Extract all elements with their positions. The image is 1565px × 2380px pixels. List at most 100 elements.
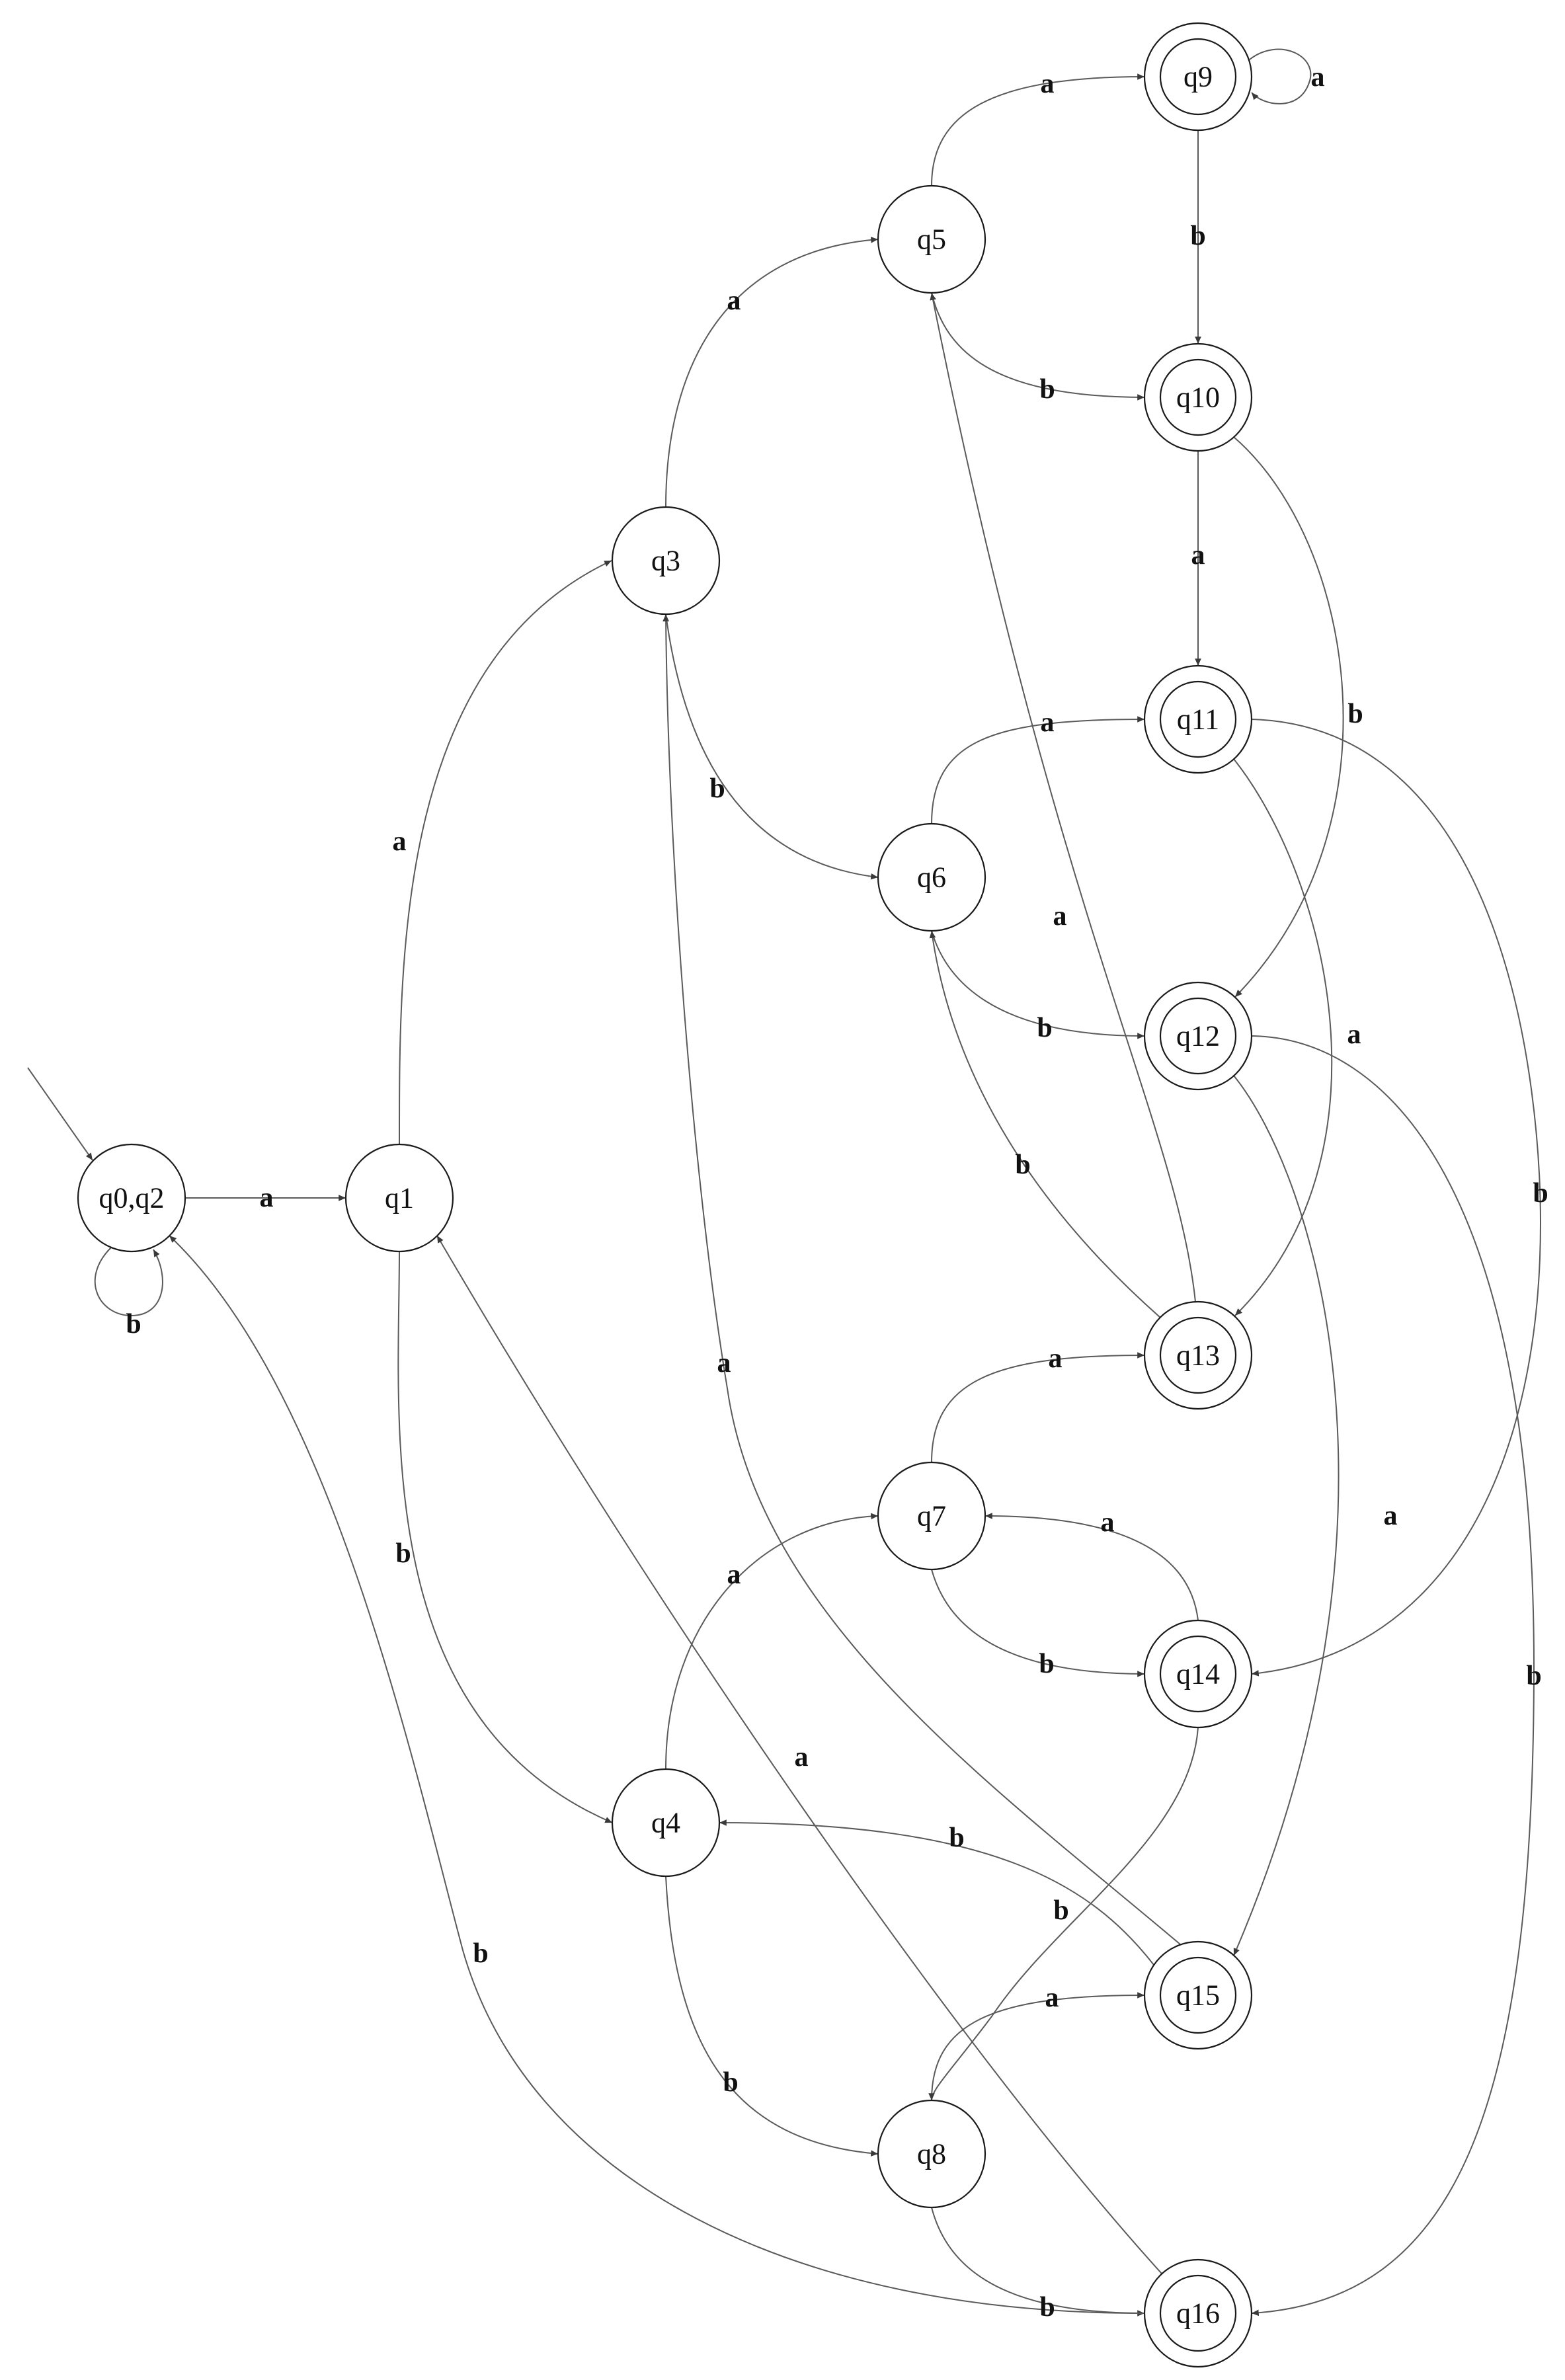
accepting-ring [1159,1635,1237,1713]
transition-q10-to-q12 [1233,436,1344,998]
state-q13: q13 [1143,1300,1253,1410]
transition-q4-to-q8 [665,1876,879,2157]
transition-label-q6-to-q12: b [1037,1013,1052,1043]
transition-q5-to-q9 [931,73,1145,186]
transition-label-q3-to-q5: a [727,286,741,316]
transition-q7-to-q13 [931,1352,1145,1463]
transition-q16-to-q0q2 [169,1235,1145,2315]
accepting-ring [1159,1316,1237,1394]
transition-q0q2-to-q0q2 [94,1247,163,1317]
accepting-ring [1159,38,1237,116]
transition-q6-to-q11 [931,716,1145,824]
transition-label-q12-to-q15: a [1384,1501,1398,1531]
state-circle [877,2099,986,2209]
transition-label-q5-to-q10: b [1039,374,1055,405]
transition-q8-to-q15 [931,1992,1145,2101]
state-q7: q7 [877,1461,986,1571]
transition-label-q8-to-q15: a [1045,1983,1059,2013]
state-circle [611,1768,721,1878]
state-label: q8 [917,2138,946,2170]
transition-q9-to-q9 [1249,48,1312,104]
accepting-ring [1159,2274,1237,2352]
transition-q1-to-q4 [397,1251,613,1823]
transition-label-q4-to-q7: a [727,1560,741,1590]
state-label: q13 [1176,1339,1220,1372]
transition-q14-to-q8 [928,1727,1199,2101]
transition-q13-to-q6 [929,930,1161,1318]
state-label: q14 [1176,1658,1220,1690]
transition-label-q1-to-q3: a [393,826,407,857]
transition-label-q14-to-q7: a [1101,1507,1115,1538]
transition-label-q0q2-to-q0q2: b [126,1309,141,1339]
state-q11: q11 [1143,664,1253,774]
state-q15: q15 [1143,1940,1253,2050]
transition-label-q8-to-q16: b [1039,2292,1055,2322]
transition-label-q15-to-q4: b [949,1823,964,1853]
transition-label-q3-to-q6: b [709,774,725,804]
state-q6: q6 [877,822,986,932]
state-q4: q4 [611,1768,721,1878]
transition-label-q15-to-q3: a [717,1348,731,1378]
transition-q5-to-q10 [931,292,1145,401]
transition-q15-to-q3 [662,614,1181,1945]
states: q0,q2 q1 q3 q4 q5 q6 q7 q8 q9 q10 q11 q12 q13 q14 q15 q… [77,22,1253,2368]
state-label: q0,q2 [99,1182,165,1214]
state-circle [344,1143,454,1253]
state-label: q4 [651,1807,680,1839]
transition-q8-to-q16 [931,2207,1145,2317]
transition-label-q16-to-q0q2: b [473,1938,488,1969]
state-label: q10 [1176,381,1220,414]
accepting-ring [1159,680,1237,758]
transition-q6-to-q12 [931,930,1145,1039]
state-label: q1 [385,1182,414,1214]
transition-label-q5-to-q9: a [1041,69,1055,99]
transition-label-q11-to-q14: b [1533,1178,1548,1209]
state-label: q3 [651,545,680,577]
transition-label-q12-to-q16: b [1526,1661,1541,1691]
accepting-ring [1159,997,1237,1075]
transition-label-q0q2-to-q1: a [260,1183,274,1213]
state-q8: q8 [877,2099,986,2209]
transition-q12-to-q16 [1251,1035,1535,2317]
state-q10: q10 [1143,342,1253,452]
transition-q1-to-q3 [398,560,612,1145]
state-q1: q1 [344,1143,454,1253]
transition-label-q14-to-q8: b [1053,1895,1068,1926]
state-label: q11 [1177,703,1219,736]
transition-label-q13-to-q5: a [1053,901,1067,932]
state-q5: q5 [877,184,986,294]
transition-label-q4-to-q8: b [723,2067,738,2098]
transition-q15-to-q4 [719,1819,1154,1965]
state-q12: q12 [1143,981,1253,1091]
transition-q3-to-q6 [665,614,879,880]
state-circle [77,1143,186,1253]
state-circle [877,822,986,932]
transition-label-q9-to-q9: a [1311,62,1325,93]
state-label: q7 [917,1500,946,1532]
transition-q11-to-q14 [1251,719,1542,1677]
state-label: q5 [917,223,946,256]
transition-q11-to-q13 [1233,758,1333,1316]
transitions [27,48,1542,2317]
transition-label-q1-to-q4: b [395,1538,411,1569]
state-label: q16 [1176,2297,1220,2330]
state-circle [877,1461,986,1571]
state-circle [611,506,721,615]
transition-label-q11-to-q13: a [1347,1019,1361,1050]
transition-label-q13-to-q6: b [1015,1150,1030,1180]
transition-q3-to-q5 [665,237,879,508]
state-q0q2: q0,q2 [77,1143,186,1253]
transition-q4-to-q7 [665,1513,879,1770]
state-circle [877,184,986,294]
transition-q14-to-q7 [984,1513,1199,1621]
transition-label-q6-to-q11: a [1041,707,1055,738]
transition-label-q7-to-q13: a [1049,1343,1063,1374]
transition-label-q10-to-q12: b [1347,699,1363,729]
state-label: q6 [917,861,946,894]
transition-label-q7-to-q14: b [1039,1649,1054,1679]
accepting-ring [1159,358,1237,436]
state-label: q12 [1176,1020,1220,1052]
state-label: q9 [1184,61,1213,93]
transition-q13-to-q5 [930,292,1196,1302]
